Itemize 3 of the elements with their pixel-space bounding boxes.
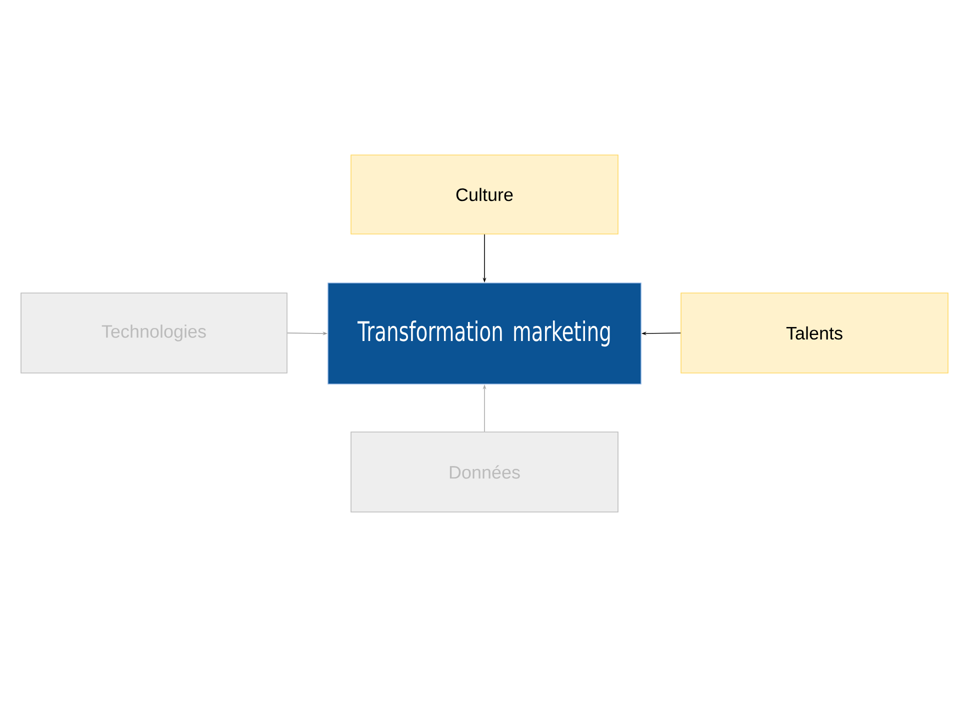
factor-box: Culture: [350, 154, 618, 234]
central-box: Transformation marketing: [328, 282, 642, 384]
factor-box: Talents: [680, 292, 948, 374]
